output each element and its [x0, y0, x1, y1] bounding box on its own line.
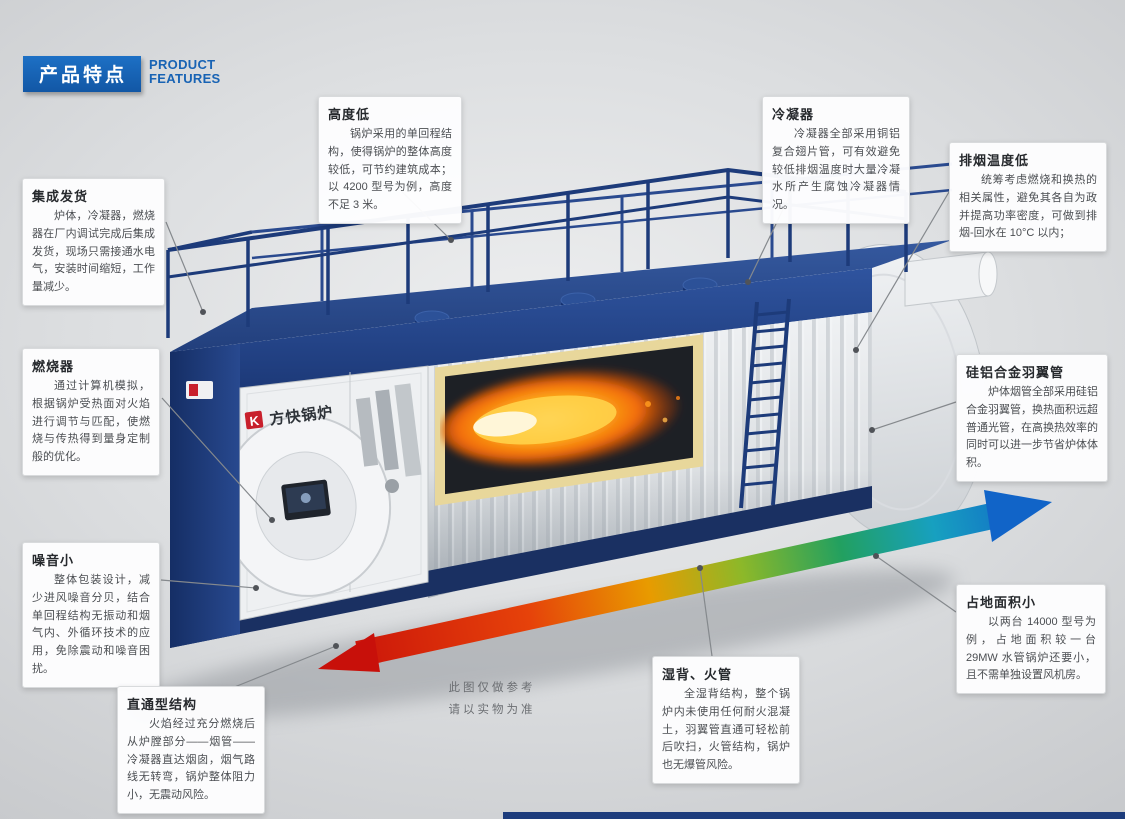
callout-body: 炉体烟管全部采用硅铝合金羽翼管，换热面积远超普通光管，在高换热效率的同时可以进一… [966, 386, 1098, 470]
callout-burner: 燃烧器 通过计算机模拟，根据锅炉受热面对火焰进行调节与匹配，使燃烧与传热得到量身… [22, 348, 160, 477]
base-skid [170, 486, 872, 648]
callout-condenser: 冷凝器 冷凝器全部采用铜铝复合翅片管，可有效避免较低排烟温度时大量冷凝水所产生腐… [762, 96, 910, 225]
page-subtitle-line1: PRODUCT [149, 57, 216, 72]
callout-body: 全湿背结构，整个锅炉内未使用任何耐火混凝土，羽翼管直通可轻松前后吹扫，火管结构，… [662, 688, 790, 772]
callout-integrated-delivery: 集成发货 炉体，冷凝器，燃烧器在厂内调试完成后集成发货，现场只需接通水电气，安装… [22, 178, 165, 307]
burner-panel: K 方快锅炉 [239, 365, 429, 621]
callout-low-noise: 噪音小 整体包装设计，减少进风噪音分贝，结合单回程结构无振动和烟气内、外循环技术… [22, 542, 160, 688]
arrow-head-blue [984, 490, 1052, 542]
page-subtitle-line2: FEATURES [149, 71, 221, 87]
disclaimer-line2: 请以实物为准 [448, 703, 536, 716]
callout-title: 高度低 [328, 107, 371, 122]
callout-title: 湿背、火管 [662, 667, 733, 682]
callout-body: 锅炉采用的单回程结构，使得锅炉的整体高度较低，可节约建筑成本；以 4200 型号… [328, 128, 452, 212]
left-end-panel [170, 344, 240, 648]
ground-shadow [125, 569, 955, 721]
callout-body: 以两台 14000 型号为例，占地面积较一台 29MW 水管锅炉还要小，且不需单… [966, 616, 1096, 682]
callout-title: 燃烧器 [32, 359, 75, 374]
boiler-fascia [170, 268, 872, 398]
callout-title: 噪音小 [32, 553, 75, 568]
callout-body: 火焰经过充分燃烧后从炉膛部分——烟管——冷凝器直达烟囱，烟气路线无转弯，锅炉整体… [127, 718, 255, 802]
arrow-tail-red [318, 633, 380, 672]
callout-title: 排烟温度低 [959, 153, 1030, 168]
callout-body: 通过计算机模拟，根据锅炉受热面对火焰进行调节与匹配，使燃烧与传热得到量身定制般的… [32, 380, 150, 464]
burner-control-screen [281, 479, 331, 521]
callout-exhaust-temp-low: 排烟温度低 统筹考虑燃烧和换热的相关属性，避免其各自为政并提高功率密度，可做到排… [949, 142, 1107, 253]
callout-body: 冷凝器全部采用铜铝复合翅片管，可有效避免较低排烟温度时大量冷凝水所产生腐蚀冷凝器… [772, 128, 900, 212]
burner-piping [355, 383, 422, 493]
page-title: 产品特点 [23, 56, 142, 92]
callout-body: 整体包装设计，减少进风噪音分贝，结合单回程结构无振动和烟气内、外循环技术的应用，… [32, 574, 150, 676]
page-subtitle: PRODUCT FEATURES [149, 56, 221, 86]
callout-small-footprint: 占地面积小 以两台 14000 型号为例，占地面积较一台 29MW 水管锅炉还要… [956, 584, 1106, 695]
callout-body: 统筹考虑燃烧和换热的相关属性，避免其各自为政并提高功率密度，可做到排烟-回水在 … [959, 174, 1097, 240]
page-header: 产品特点 PRODUCT FEATURES [23, 56, 221, 92]
heat-flow-arrow [318, 490, 1052, 672]
disclaimer: 此图仅做参考 请以实物为准 [428, 678, 556, 722]
callout-title: 占地面积小 [966, 595, 1037, 610]
boiler-roof [170, 240, 952, 352]
flame [440, 370, 680, 466]
bottom-accent-bar [503, 812, 1125, 819]
callout-title: 硅铝合金羽翼管 [966, 365, 1065, 380]
exhaust-outlet-pipe [904, 251, 998, 307]
furnace-cutaway [435, 334, 703, 506]
callout-height-low: 高度低 锅炉采用的单回程结构，使得锅炉的整体高度较低，可节约建筑成本；以 420… [318, 96, 462, 225]
brand-logo-icon [244, 410, 264, 430]
left-panel-logo [186, 381, 213, 399]
callout-wet-back-fire-tube: 湿背、火管 全湿背结构，整个锅炉内未使用任何耐火混凝土，羽翼管直通可轻松前后吹扫… [652, 656, 800, 785]
callout-title: 冷凝器 [772, 107, 815, 122]
callout-straight-structure: 直通型结构 火焰经过充分燃烧后从炉膛部分——烟管——冷凝器直达烟囱，烟气路线无转… [117, 686, 265, 815]
disclaimer-line1: 此图仅做参考 [448, 682, 536, 694]
ladder [739, 298, 791, 509]
brand-logo-letter: K [249, 413, 261, 429]
callout-finned-tube: 硅铝合金羽翼管 炉体烟管全部采用硅铝合金羽翼管，换热面积远超普通光管，在高换热效… [956, 354, 1108, 483]
callout-title: 集成发货 [32, 189, 89, 204]
callout-title: 直通型结构 [127, 697, 198, 712]
callout-body: 炉体，冷凝器，燃烧器在厂内调试完成后集成发货，现场只需接通水电气，安装时间缩短，… [32, 210, 155, 294]
